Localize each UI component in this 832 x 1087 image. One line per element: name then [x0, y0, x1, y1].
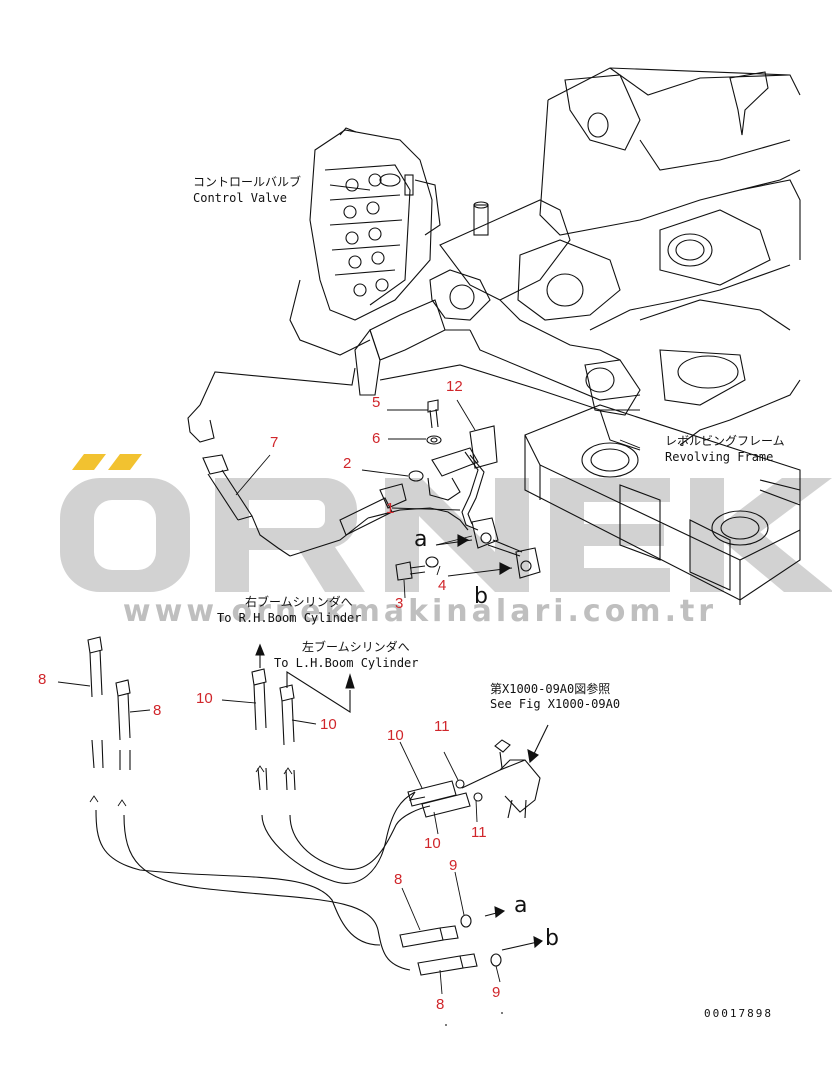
callout-8-c: 8 [394, 871, 403, 888]
rh-boom-label-jp: 右ブームシリンダへ [245, 595, 353, 609]
callout-11-a: 11 [434, 718, 450, 735]
lh-boom-label-en: To L.H.Boom Cylinder [274, 656, 419, 670]
tick-marks [445, 1012, 503, 1026]
callout-10-b: 10 [320, 716, 337, 733]
revolving-frame-label-jp: レボルビングフレーム [665, 434, 785, 448]
callout-12: 12 [446, 378, 463, 395]
control-valve-block [289, 127, 489, 356]
connector-a-upper: a [414, 527, 428, 552]
watermark-logo [60, 478, 832, 592]
callout-10-c: 10 [387, 727, 404, 744]
callout-9-a: 9 [449, 857, 458, 874]
callout-9-b: 9 [492, 984, 501, 1001]
hoses-lower-left [87, 636, 411, 971]
callout-6: 6 [372, 430, 381, 447]
callout-7: 7 [270, 434, 279, 451]
callout-leaders-upper [235, 184, 641, 599]
callout-10-a: 10 [196, 690, 213, 707]
callout-4: 4 [438, 577, 447, 594]
hoses-boom [251, 643, 431, 884]
see-fig-label-jp: 第X1000-09A0図参照 [490, 682, 611, 696]
document-id: 00017898 [704, 1007, 773, 1020]
watermark-umlaut [72, 454, 142, 470]
callout-8-d: 8 [436, 996, 445, 1013]
revolving-frame-label-en: Revolving Frame [665, 450, 774, 464]
lower-frame-box [524, 404, 801, 605]
callout-2: 2 [343, 455, 352, 472]
callout-8-a: 8 [38, 671, 47, 688]
control-valve-label-jp: コントロールバルブ [193, 175, 302, 189]
callout-10-d: 10 [424, 835, 441, 852]
lh-boom-label-jp: 左ブームシリンダへ [302, 640, 410, 654]
callout-1: 1 [386, 500, 395, 517]
control-valve-label-en: Control Valve [193, 191, 287, 205]
callout-8-b: 8 [153, 702, 162, 719]
fittings-upper [395, 399, 541, 581]
fittings-block [407, 724, 549, 819]
callout-11-b: 11 [471, 824, 487, 841]
watermark-url: www.ornekmakinalari.com.tr [122, 594, 718, 629]
hose-7 [187, 367, 469, 557]
see-fig-label-en: See Fig X1000-09A0 [490, 697, 621, 711]
break-marks [89, 765, 293, 807]
connector-b-upper: b [474, 584, 488, 609]
revolving-frame [354, 67, 801, 451]
connection-arrows-upper [435, 534, 513, 577]
connector-b-lower: b [545, 926, 559, 951]
connector-a-lower: a [514, 893, 528, 918]
callout-3: 3 [395, 595, 404, 612]
callout-leaders-lower [57, 681, 501, 995]
hose-ends-lower [399, 906, 543, 976]
callout-5: 5 [372, 394, 381, 411]
rh-boom-label-en: To R.H.Boom Cylinder [217, 611, 362, 625]
